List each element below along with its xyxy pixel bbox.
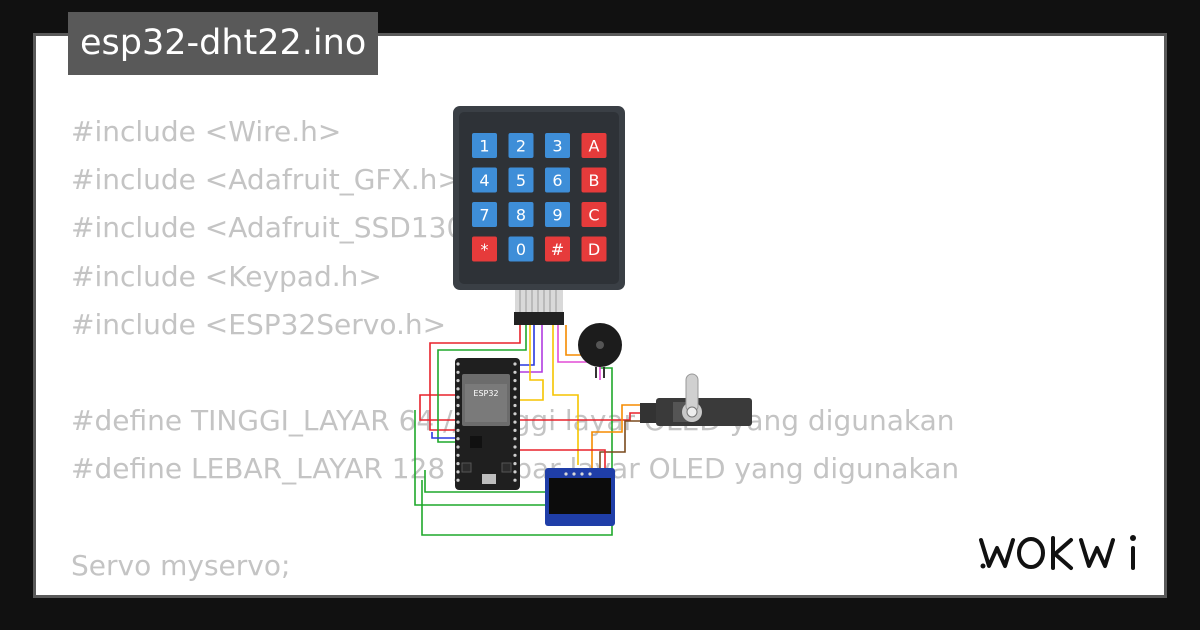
oled-display: [545, 468, 615, 526]
keypad-key: [545, 236, 570, 262]
wokwi-logo: [979, 535, 1136, 570]
keypad-key: [508, 236, 534, 262]
keypad-key-label: 4: [479, 171, 489, 190]
keypad-key: [581, 133, 607, 158]
keypad-key: [508, 167, 534, 193]
keypad-key: [472, 236, 497, 262]
esp32-pin: [456, 445, 460, 449]
keypad-key-label: 8: [516, 206, 526, 225]
esp32-pin: [456, 403, 460, 408]
esp32-pin: [513, 437, 517, 441]
esp32-pin: [456, 395, 460, 399]
esp32-pin: [456, 428, 460, 432]
esp32-pin: [513, 470, 517, 474]
wire-green: [600, 367, 613, 470]
esp32-pin: [456, 379, 460, 383]
wire-brown: [599, 420, 640, 470]
keypad-key-label: 5: [516, 171, 526, 190]
keypad-key-label: D: [588, 240, 600, 259]
esp32-pin: [456, 420, 460, 424]
keypad-key-label: A: [589, 137, 600, 156]
keypad-key-label: C: [588, 206, 599, 225]
keypad-key-label: *: [481, 240, 489, 259]
keypad-key-label: 6: [552, 171, 562, 190]
wire-magenta: [557, 325, 601, 380]
keypad-key-label: 9: [552, 206, 562, 225]
wire-green: [437, 325, 527, 443]
wire-red: [548, 412, 640, 421]
keypad-key: [545, 167, 570, 193]
esp32-pin: [456, 370, 460, 374]
esp32-pin: [513, 379, 517, 383]
keypad-key: [508, 133, 534, 158]
keypad-key: [472, 167, 497, 193]
keypad-key: [508, 202, 534, 227]
keypad-key: [581, 236, 607, 262]
esp32-label: ESP32: [473, 389, 498, 398]
code-line: #include <Keypad.h>: [71, 259, 382, 293]
code-line: Servo myservo;: [71, 548, 291, 582]
esp32-pin: [456, 412, 460, 416]
esp32-board: ESP32: [455, 358, 520, 490]
esp32-pin: [513, 362, 517, 366]
servo-motor: [640, 373, 752, 426]
keypad-key-label: 2: [516, 137, 526, 156]
esp32-pin: [513, 387, 517, 391]
wire-purple: [520, 325, 543, 373]
keypad-key: [581, 202, 607, 227]
buzzer: [578, 323, 622, 378]
keypad-key: [545, 133, 570, 158]
esp32-pin: [513, 370, 517, 374]
esp32-pins: [456, 362, 517, 482]
esp32-pin: [513, 412, 517, 416]
keypad-key-label: 0: [516, 240, 526, 259]
esp32-pin: [456, 462, 460, 466]
keypad-key: [472, 202, 497, 227]
esp32-pin: [513, 420, 517, 424]
wire-green: [424, 470, 545, 493]
esp32-pin: [513, 453, 517, 457]
esp32-pin: [456, 362, 460, 366]
esp32-pin: [513, 445, 517, 449]
keypad-key-label: 7: [479, 206, 489, 225]
keypad-key: [581, 167, 607, 193]
esp32-pin: [456, 478, 460, 482]
esp32-pin: [456, 470, 460, 474]
esp32-pin: [513, 462, 517, 466]
wire-red: [520, 449, 606, 470]
esp32-pin: [513, 478, 517, 482]
esp32-pin: [513, 428, 517, 432]
wire-green: [414, 410, 545, 506]
keypad-key-label: B: [589, 171, 600, 190]
keypad: 1 2 3 A 4 5 6 B 7 8 9 C * 0 # D: [453, 106, 625, 325]
code-line: #include <Adafruit_GFX.h>: [71, 163, 461, 197]
wire-yellow: [520, 325, 544, 401]
keypad-key-label: 3: [552, 137, 562, 156]
keypad-ribbon: [514, 290, 564, 325]
keypad-key: [472, 133, 497, 158]
wire-yellow: [552, 325, 579, 465]
esp32-pin: [456, 453, 460, 457]
file-title: esp32-dht22.ino: [68, 12, 379, 75]
esp32-pin: [513, 403, 517, 408]
esp32-pin: [456, 437, 460, 441]
keypad-key-label: #: [551, 240, 564, 259]
code-line: #include <Wire.h>: [71, 115, 342, 148]
keypad-key-label: 1: [479, 137, 489, 156]
esp32-pin: [456, 387, 460, 391]
code-line: #include <ESP32Servo.h>: [71, 307, 447, 341]
keypad-keys: 1 2 3 A 4 5 6 B 7 8 9 C * 0 # D: [472, 133, 607, 262]
wire-orange: [591, 404, 640, 470]
esp32-pin: [513, 395, 517, 399]
keypad-key: [545, 202, 570, 227]
